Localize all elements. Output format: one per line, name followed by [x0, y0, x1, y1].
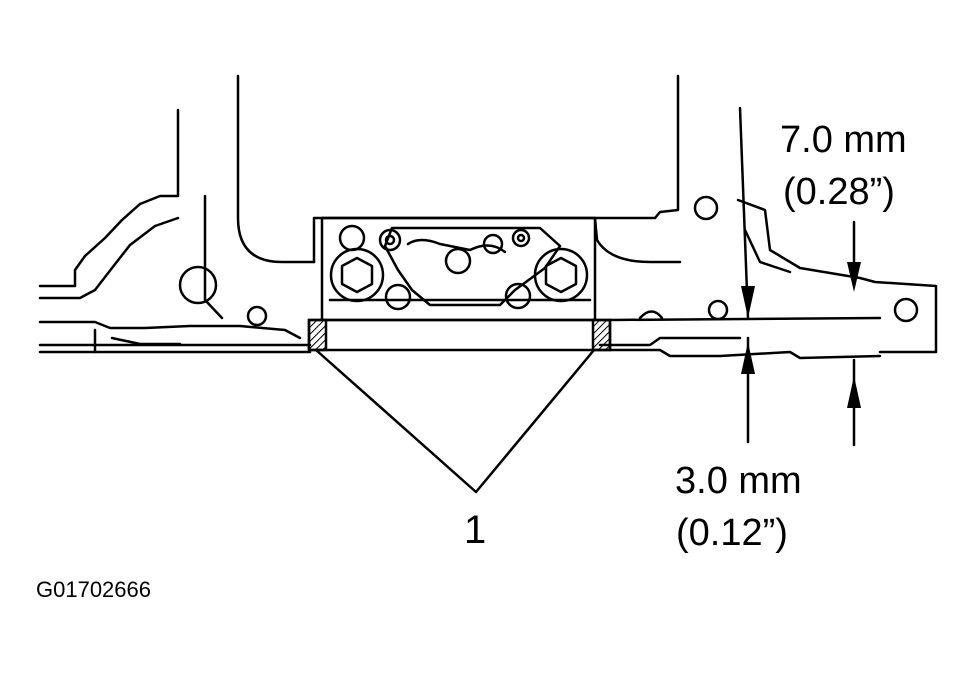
arrow-down-left — [741, 286, 755, 318]
dimension-upper-imperial: (0.28”) — [783, 171, 895, 213]
right-block-outline — [593, 74, 938, 360]
gasket-hatched-ends — [307, 318, 612, 352]
left-block-outline — [38, 74, 316, 354]
callout-leader-lines — [314, 348, 596, 494]
arrow-down-right — [847, 262, 861, 292]
gasket-strip — [307, 318, 612, 352]
center-housing — [312, 216, 597, 322]
left-block-holes — [178, 265, 268, 327]
dimension-lower-metric: 3.0 mm — [675, 460, 802, 502]
arrow-up-left — [741, 342, 755, 374]
dimension-lower-imperial: (0.12”) — [676, 512, 788, 554]
dimension-upper-metric: 7.0 mm — [780, 119, 907, 161]
right-block-holes — [638, 195, 919, 323]
arrow-up-right — [847, 376, 861, 408]
housing-bolts — [329, 224, 589, 311]
dimension-arrowheads — [741, 262, 861, 408]
callout-number: 1 — [464, 508, 486, 552]
figure-id: G01702666 — [36, 577, 151, 602]
